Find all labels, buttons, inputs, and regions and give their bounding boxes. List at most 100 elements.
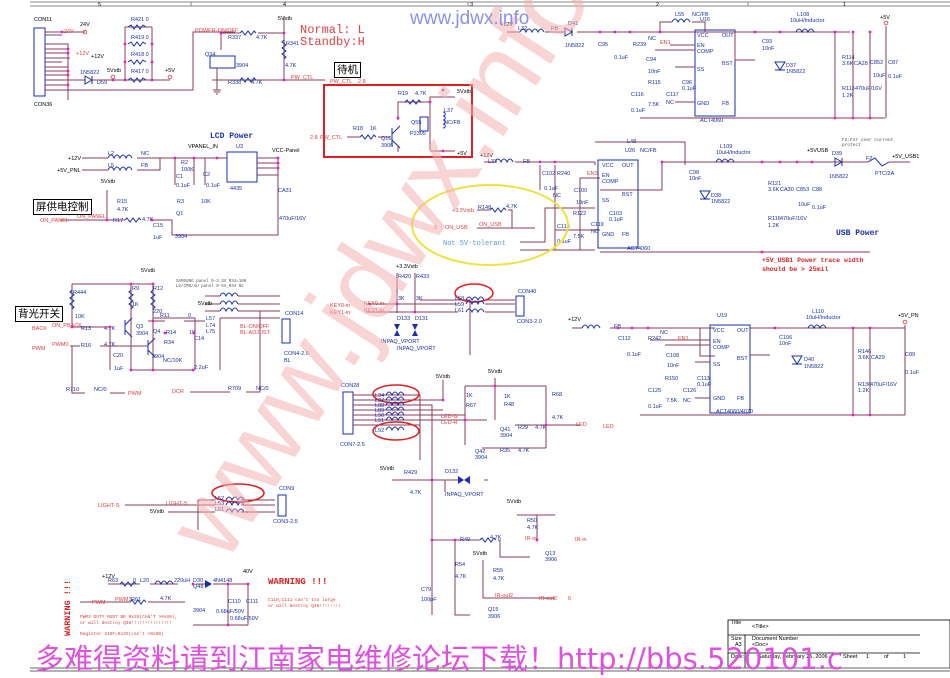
lcd-5v-pnl: +5V_PNL <box>57 168 81 174</box>
q4-value: 3904 <box>152 354 164 360</box>
samsung-note-2: LG/CMO/AU panel 0-5V,R34 NC <box>176 284 244 289</box>
r14-value: 1K <box>189 330 196 336</box>
frame-top: 5 4 3 2 1 <box>30 1 950 8</box>
net-pwm3: PWM3 <box>115 597 132 603</box>
l37-label: L37 <box>444 108 453 114</box>
l61-label: L61 <box>455 308 464 314</box>
r49-value: 4.7K <box>490 535 502 541</box>
l37-icon <box>442 111 446 129</box>
fb-label: FB <box>551 26 558 32</box>
u16-pin-vcc: VCC <box>697 33 709 39</box>
r55-value: 4.7K <box>493 576 505 582</box>
r146-value: 3.6K <box>858 355 870 361</box>
l20-label: L20 <box>140 578 149 584</box>
u26-12v: +12V <box>480 153 493 159</box>
u26-part: ACT4060 <box>627 246 650 252</box>
d37-value: 1N5822 <box>786 69 805 75</box>
l2-value: NC <box>141 151 149 157</box>
r148-value: 4.7K <box>506 204 518 210</box>
usb-power-title: USB Power <box>836 229 879 238</box>
r17-label: R17 <box>113 218 123 224</box>
r19-label: R19 <box>398 91 408 97</box>
pwr-24v-port <box>82 29 88 35</box>
light-5vstb: 5Vstb <box>150 509 164 515</box>
r12-label: R12 <box>153 286 163 292</box>
r337-label: R337 <box>228 35 241 41</box>
c119-label: C119 <box>591 222 604 228</box>
q4-ref: Q4 <box>153 329 160 335</box>
l88-label: L88 <box>375 403 384 409</box>
net-ir-in-port: IR-in <box>575 537 587 543</box>
zone-5: 5 <box>98 2 101 8</box>
l20-value: 220uH <box>174 578 190 584</box>
u19-ic <box>709 324 751 414</box>
l33-label: L33 <box>488 159 497 165</box>
r122-value: 7.5K <box>573 234 585 240</box>
c95-value: 0.1uF <box>614 55 629 61</box>
con9-label: CON9 <box>279 486 294 492</box>
date-label: Date: <box>731 654 745 660</box>
r17-value: 4.7K <box>142 217 154 223</box>
r242-nc: NC <box>660 330 668 336</box>
net-on-pback: ON_PBACK <box>52 323 82 329</box>
r239-nc: NC <box>648 36 656 42</box>
d132-tvs-icon <box>458 476 470 484</box>
l58-label: L58 <box>455 296 464 302</box>
d38-ref: D38 <box>711 193 721 199</box>
u16-pin-out: OUT <box>722 33 734 39</box>
l92-label: L92 <box>375 428 384 434</box>
usb-trace-note-2: should be > 25mil <box>762 266 828 273</box>
r68-label: R68 <box>552 392 562 398</box>
net-en1-u19: EN1 <box>678 336 689 342</box>
r444-label: R444 <box>73 290 86 296</box>
d40-value: 1N5822 <box>804 364 823 370</box>
zone-4: 4 <box>283 2 286 8</box>
q42-ref: Q42 <box>475 449 485 455</box>
r444-r9-r12-icon <box>69 289 156 310</box>
warning-c-note-1: C110,C111 can't too large <box>268 597 336 603</box>
led-5vstb-1: 5Vstb <box>436 374 450 380</box>
net-pw-ctl-pin: 2.8 <box>358 79 366 85</box>
zone-1: 1 <box>843 2 846 8</box>
l52-l53-l51-icon <box>225 496 245 514</box>
u19-pin-comp: COMP <box>713 345 730 351</box>
ca29-label: CA29 <box>871 355 885 361</box>
on-usb-pin: 2 <box>434 225 437 231</box>
on-usb-port: ON_USB <box>445 225 468 231</box>
d41-ref: D41 <box>568 21 578 27</box>
r34-label: R34 <box>164 340 174 346</box>
d133-value: INPAQ_VPORT <box>381 339 420 345</box>
net-ir-pin: 6 <box>568 596 571 602</box>
r338-value: 4.7K <box>251 80 263 86</box>
d30-value: 4N4148 <box>213 578 232 584</box>
f2-value: PTC/2A <box>875 171 895 177</box>
q3-ref: Q3 <box>136 324 143 330</box>
net-power-onoff: POWER-ON/OFF <box>195 28 239 34</box>
r61-label: R61 <box>131 597 141 603</box>
net-pwm-port: PWM <box>32 346 46 352</box>
lcd-power-title: LCD Power <box>210 132 253 141</box>
c89-value: 0.1uF <box>905 370 920 376</box>
note-normal: Normal: L <box>300 23 365 37</box>
highlight-ellipse-l52 <box>211 483 265 503</box>
c126-value: NC <box>683 398 691 404</box>
d38-value: 1N5822 <box>711 199 730 205</box>
u19-pin-bst: BST <box>737 356 748 362</box>
net-pwm0: PWM0 <box>52 342 69 348</box>
backlight-block: 5Vstb R444 10K R9 1K R12 220 R11 0 Q3 39… <box>32 268 309 397</box>
net-bl-onoff: BL-ON/OFF <box>240 324 270 330</box>
r136-value: 1.2K <box>858 388 870 394</box>
c2-label: C2 <box>203 172 210 178</box>
q16-transistor-icon <box>391 125 401 149</box>
c20-label: C20 <box>113 353 123 359</box>
f2-note-2: protect <box>842 142 861 148</box>
warning-c-note-2: or will destroy Q48!!!!!!!! <box>268 603 341 609</box>
c87-label: C87 <box>888 60 898 66</box>
u16-pin-bst: BST <box>722 61 733 67</box>
r115-label: R115 <box>648 80 661 86</box>
c112-label: C112 <box>618 336 631 342</box>
diode-d59-icon <box>84 75 94 85</box>
u26-pin-fb: FB <box>622 232 629 238</box>
r16-label: R16 <box>81 343 91 349</box>
